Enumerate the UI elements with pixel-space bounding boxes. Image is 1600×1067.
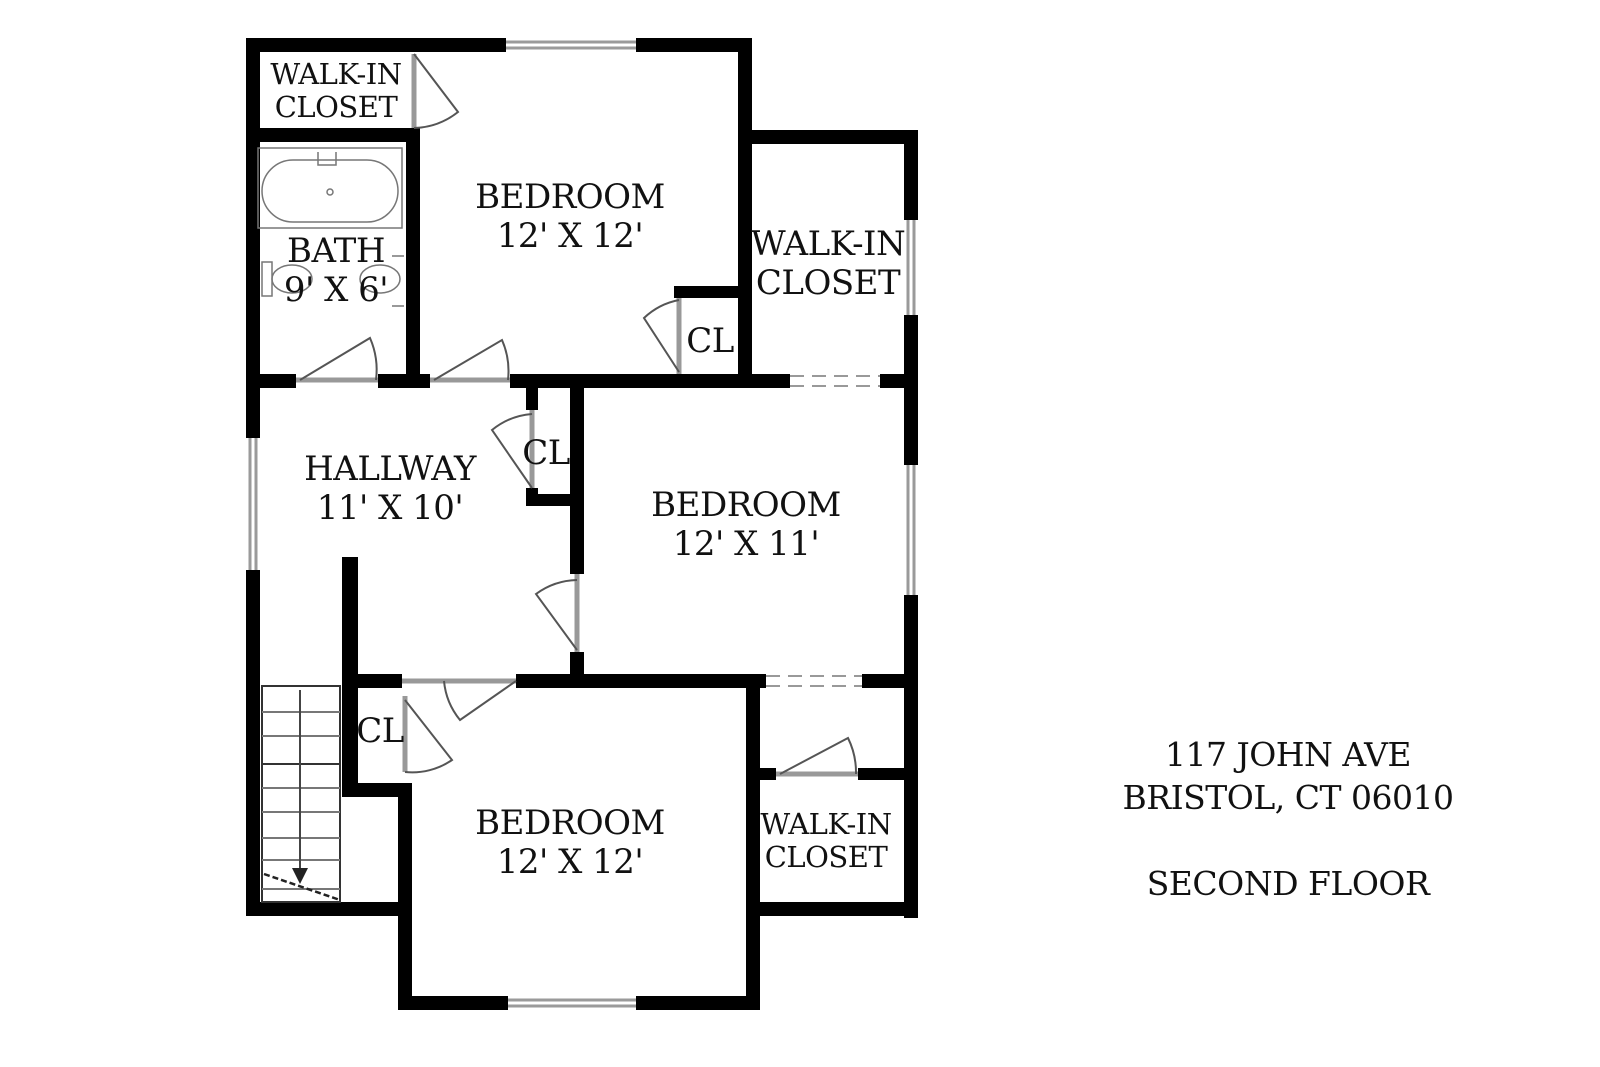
staircase	[261, 685, 341, 903]
room-dimensions: 12' X 11'	[672, 524, 820, 565]
bath-fixtures	[257, 147, 404, 307]
floor-title: SECOND FLOOR	[1146, 863, 1430, 903]
spacer	[1123, 820, 1454, 863]
room-bedroom-top: BEDROOM 12' X 12'	[475, 177, 665, 257]
property-info: 117 JOHN AVE BRISTOL, CT 06010 SECOND FL…	[1123, 734, 1454, 906]
walls	[246, 38, 918, 1010]
address-line-2: BRISTOL, CT 06010	[1122, 777, 1454, 817]
room-name: CL	[522, 433, 570, 473]
room-name-line2: CLOSET	[274, 90, 398, 125]
room-name: CL	[686, 321, 734, 361]
room-dimensions: 12' X 12'	[496, 842, 644, 883]
windows	[248, 40, 916, 1008]
room-name: CL	[356, 711, 404, 751]
doors	[296, 53, 858, 777]
room-name: WALK-IN	[760, 807, 892, 841]
room-name-line2: CLOSET	[764, 840, 888, 875]
room-dimensions: 12' X 12'	[496, 216, 644, 257]
room-walkin-closet-bottom: WALK-IN CLOSET	[760, 807, 892, 875]
room-name: BEDROOM	[475, 803, 665, 843]
room-closet-hall: CL	[522, 433, 570, 473]
room-name: BEDROOM	[475, 177, 665, 217]
room-name: WALK-IN	[750, 224, 906, 264]
room-walkin-closet-top-left: WALK-IN CLOSET	[270, 57, 402, 125]
room-name: HALLWAY	[304, 449, 476, 489]
room-bedroom-bottom: BEDROOM 12' X 12'	[475, 803, 665, 883]
room-walkin-closet-right: WALK-IN CLOSET	[750, 224, 906, 304]
room-name-line2: CLOSET	[755, 263, 901, 304]
room-name: BATH	[286, 231, 386, 271]
room-dimensions: 11' X 10'	[316, 488, 464, 529]
room-hallway: HALLWAY 11' X 10'	[304, 449, 476, 529]
room-closet-top: CL	[686, 321, 734, 361]
room-dimensions: 9' X 6'	[283, 270, 389, 311]
room-bedroom-middle: BEDROOM 12' X 11'	[651, 485, 841, 565]
room-name: BEDROOM	[651, 485, 841, 525]
room-bath: BATH 9' X 6'	[283, 231, 389, 311]
room-name: WALK-IN	[270, 57, 402, 91]
address-line-1: 117 JOHN AVE	[1164, 735, 1412, 774]
openings-dashed	[766, 375, 880, 687]
room-closet-bottom: CL	[356, 711, 404, 751]
